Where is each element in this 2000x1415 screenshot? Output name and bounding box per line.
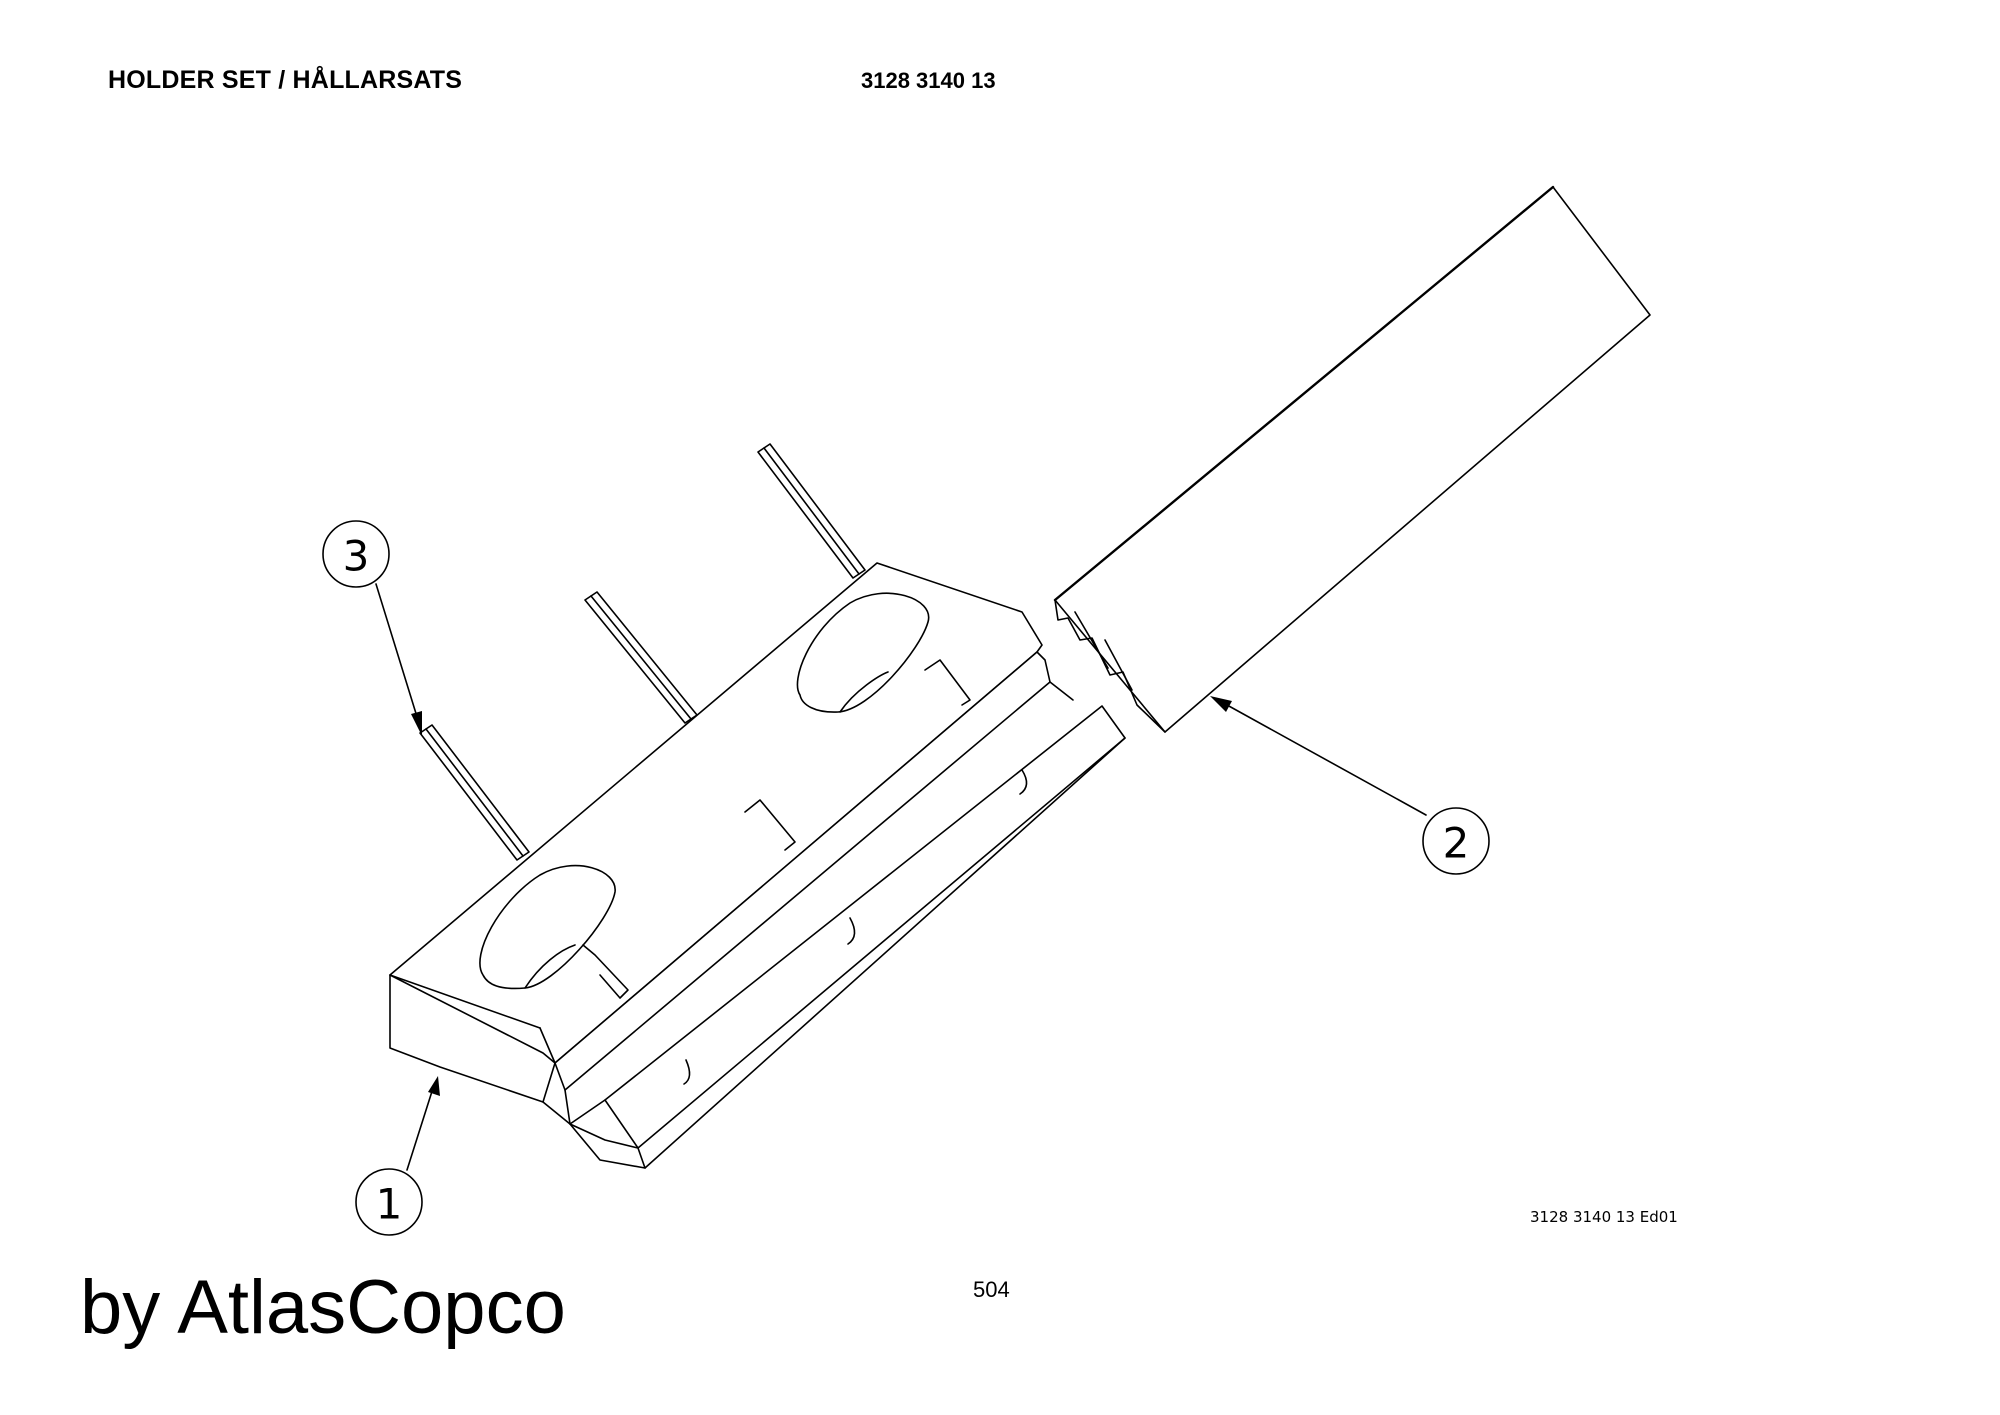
slot-lower bbox=[479, 864, 616, 990]
callout-label-3: 3 bbox=[343, 532, 370, 581]
arrowhead-3 bbox=[411, 711, 422, 736]
arrowhead-2 bbox=[1210, 696, 1232, 712]
part-number: 3128 3140 13 bbox=[861, 68, 996, 93]
callout-circle-2 bbox=[1422, 807, 1490, 875]
callout-label-1: 1 bbox=[376, 1180, 403, 1229]
leader-line-1 bbox=[406, 1084, 435, 1171]
document-title: HOLDER SET / HÅLLARSATS bbox=[108, 66, 463, 94]
holder-body-part bbox=[389, 562, 1126, 1169]
leader-line-3 bbox=[375, 583, 419, 721]
callout-circle-1 bbox=[355, 1168, 423, 1236]
drawing-reference: 3128 3140 13 Ed01 bbox=[1530, 1208, 1678, 1226]
pin-parts bbox=[419, 443, 866, 861]
bar-part bbox=[1053, 185, 1651, 733]
arrowhead-1 bbox=[428, 1076, 440, 1096]
slot-upper bbox=[796, 592, 930, 713]
callout-circle-3 bbox=[322, 520, 390, 588]
callout-label-2: 2 bbox=[1443, 819, 1470, 868]
page-number: 504 bbox=[973, 1277, 1010, 1302]
leader-line-2 bbox=[1217, 699, 1427, 816]
brand-footer: by AtlasCopco bbox=[80, 1265, 566, 1350]
